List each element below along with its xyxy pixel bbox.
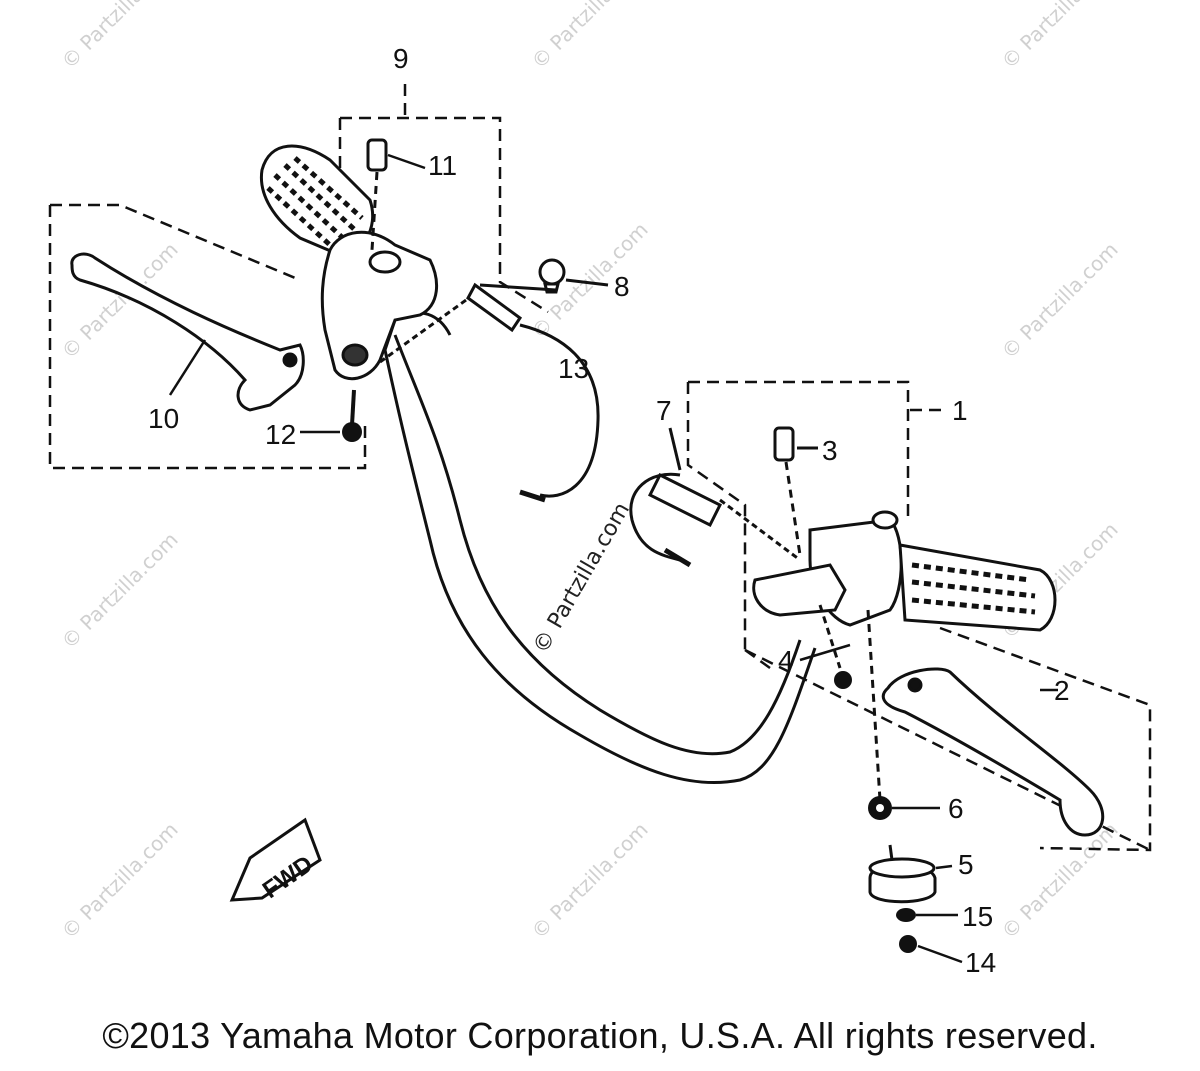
watermark: © Partzilla.com [57, 0, 183, 74]
switch-part-13 [379, 282, 600, 503]
callout-15: 15 [962, 901, 993, 932]
bolt-part-12 [342, 389, 362, 442]
right-lever [881, 667, 1105, 837]
right-grip [898, 543, 1057, 632]
leader-lines [168, 153, 1058, 964]
callouts: 9 11 8 13 10 12 7 1 3 4 2 6 5 15 14 [148, 43, 1070, 978]
callout-3: 3 [822, 435, 838, 466]
watermark: © Partzilla.com [57, 527, 183, 653]
screw-part-11 [366, 138, 388, 251]
copyright-notice: ©2013 Yamaha Motor Corporation, U.S.A. A… [102, 1015, 1098, 1056]
knob-part-5 [868, 844, 937, 904]
callout-4: 4 [778, 645, 794, 676]
callout-10: 10 [148, 403, 179, 434]
callout-2: 2 [1054, 675, 1070, 706]
pivot-stack [866, 609, 937, 953]
right-switch-housing [752, 510, 903, 627]
callout-12: 12 [265, 419, 296, 450]
left-lever [70, 252, 305, 412]
callout-7: 7 [656, 395, 672, 426]
washer-part-6 [868, 796, 892, 820]
callout-8: 8 [614, 271, 630, 302]
callout-1: 1 [952, 395, 968, 426]
watermark: © Partzilla.com [57, 817, 183, 943]
callout-9: 9 [393, 43, 409, 74]
bolt-part-4 [818, 604, 852, 689]
left-lever-holder [320, 230, 439, 381]
watermark: © Partzilla.com [527, 0, 653, 74]
watermark: © Partzilla.com [997, 817, 1123, 943]
washer-part-15 [896, 908, 916, 922]
callout-11: 11 [428, 150, 457, 181]
callout-6: 6 [948, 793, 964, 824]
callout-14: 14 [965, 947, 996, 978]
harness-part-7 [629, 427, 801, 568]
callout-5: 5 [958, 849, 974, 880]
watermark-center: © Partzilla.com [529, 498, 636, 658]
screw-part-3 [773, 426, 818, 556]
screw-part-14 [899, 935, 917, 953]
watermark: © Partzilla.com [997, 237, 1123, 363]
watermark: © Partzilla.com [527, 817, 653, 943]
callout-13: 13 [558, 353, 589, 384]
watermark: © Partzilla.com [997, 0, 1123, 74]
fwd-arrow-icon: FWD [229, 817, 322, 904]
